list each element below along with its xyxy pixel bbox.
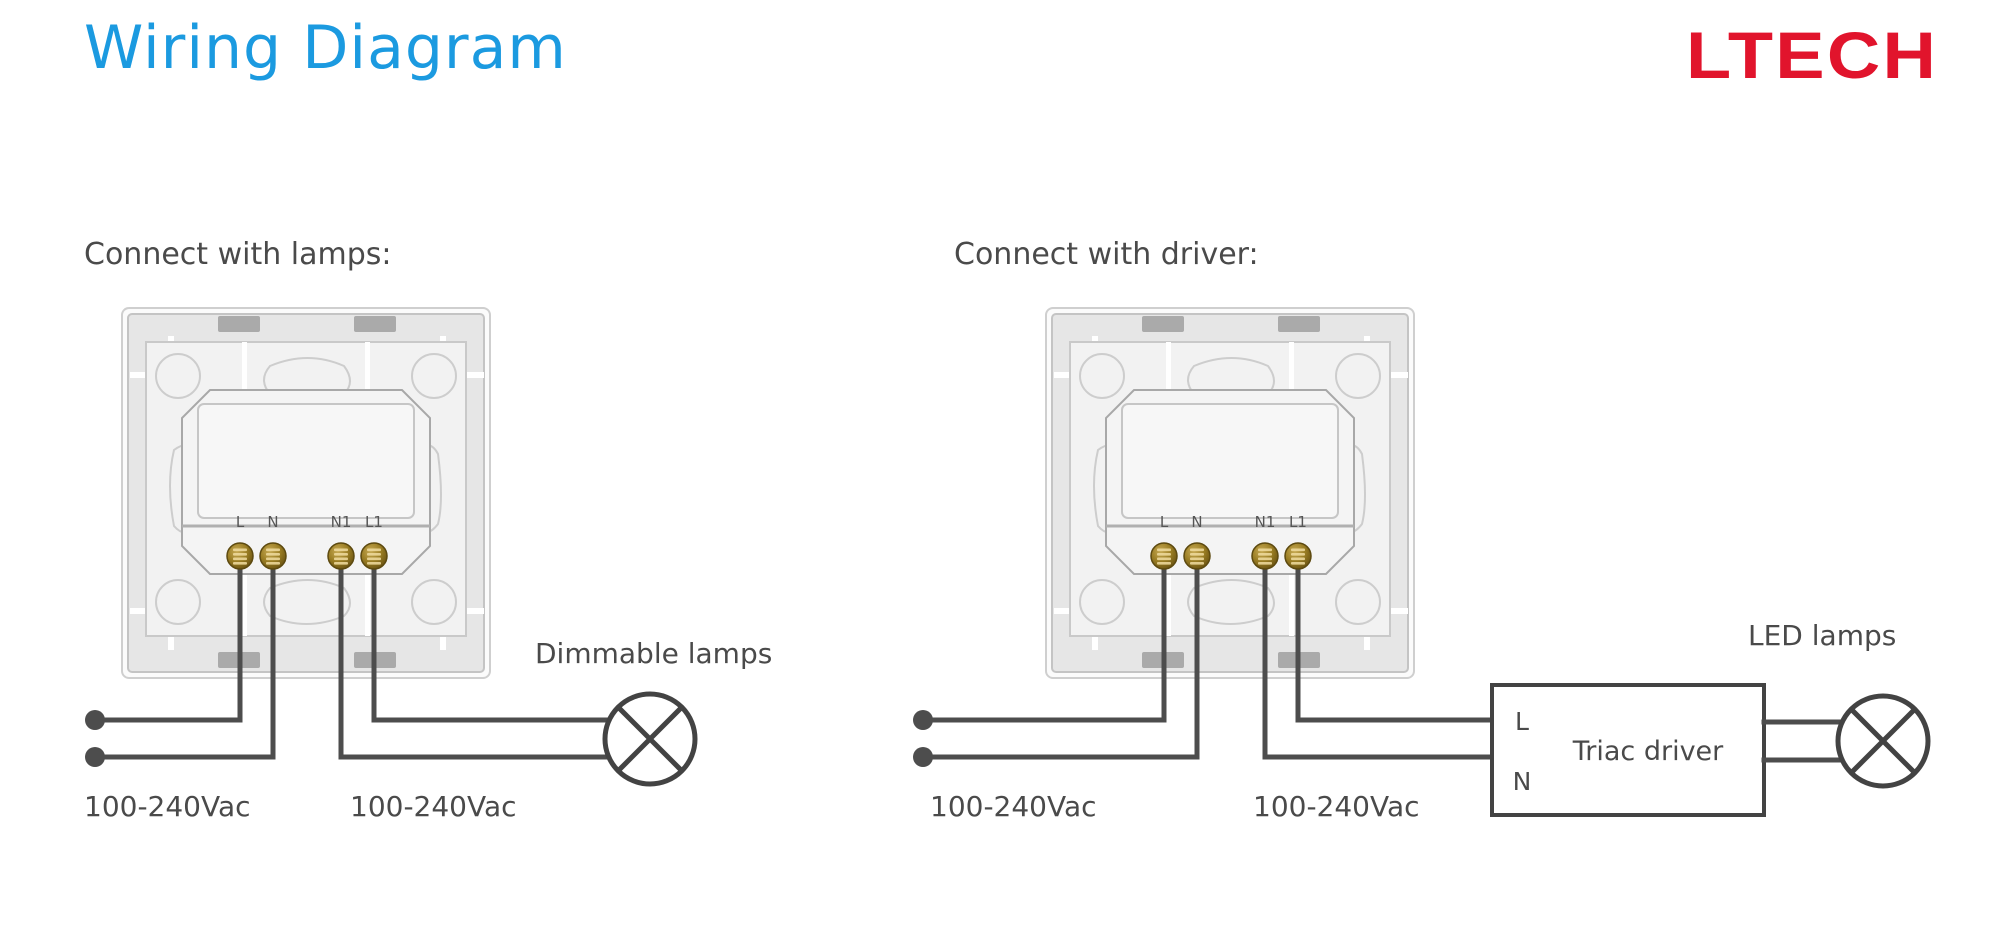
terminal-label-l1: L1 <box>365 513 383 531</box>
mains-neutral-node-left <box>85 747 105 767</box>
terminal-label-n-right: N <box>1191 513 1202 531</box>
wire-n1-to-driver-n <box>1262 553 1495 760</box>
wire-group-right <box>920 553 1495 760</box>
wire-group-driver-output <box>1761 719 1841 763</box>
mains-label-left-1: 100-240Vac <box>84 790 251 823</box>
screw-terminal-l-right <box>1150 542 1178 570</box>
diagram-connect-with-driver: L N N1 L1 L N Triac driver <box>913 306 1928 817</box>
mains-label-right-2: 100-240Vac <box>1253 790 1420 823</box>
section-heading-lamps: Connect with lamps: <box>84 237 392 272</box>
wire-n-to-mains-neutral-right <box>920 553 1200 760</box>
mains-label-right-1: 100-240Vac <box>930 790 1097 823</box>
terminal-label-l: L <box>236 513 245 531</box>
driver-pin-n: N <box>1513 767 1532 796</box>
section-heading-driver: Connect with driver: <box>954 237 1259 272</box>
terminal-label-n1: N1 <box>331 513 352 531</box>
screw-terminal-n1 <box>327 542 355 570</box>
mains-neutral-node-right <box>913 747 933 767</box>
screw-terminal-n1-right <box>1251 542 1279 570</box>
wire-l-to-mains-live-right <box>920 553 1167 723</box>
mains-label-left-2: 100-240Vac <box>350 790 517 823</box>
wire-group-left <box>92 553 608 760</box>
mains-live-node-right <box>913 710 933 730</box>
terminal-label-l1-right: L1 <box>1289 513 1307 531</box>
lamp-cross-circle-icon-right <box>1838 696 1928 786</box>
load-label-dimmable-lamps: Dimmable lamps <box>535 637 773 670</box>
wire-n1-to-lamp <box>338 553 608 760</box>
screw-terminal-l1-right <box>1284 542 1312 570</box>
driver-pin-l: L <box>1515 707 1529 736</box>
screw-terminal-l1 <box>360 542 388 570</box>
screw-terminal-n <box>259 542 287 570</box>
lamp-cross-circle-icon-left <box>605 694 695 784</box>
load-label-led-lamps: LED lamps <box>1748 619 1897 652</box>
page-title: Wiring Diagram <box>84 13 567 83</box>
wire-n-to-mains-neutral <box>92 553 276 760</box>
switch-module-left <box>120 306 492 680</box>
switch-module-right <box>1044 306 1416 680</box>
mains-live-node-left <box>85 710 105 730</box>
triac-driver-box <box>1490 683 1766 817</box>
terminal-label-n1-right: N1 <box>1255 513 1276 531</box>
terminal-label-l-right: L <box>1160 513 1169 531</box>
wire-l1-to-driver-l <box>1295 553 1495 723</box>
driver-title: Triac driver <box>1572 736 1724 767</box>
wire-l-to-mains-live <box>92 553 243 723</box>
wire-l1-to-lamp <box>371 553 608 723</box>
terminal-label-n: N <box>267 513 278 531</box>
screw-terminal-l <box>226 542 254 570</box>
screw-terminal-n-right <box>1183 542 1211 570</box>
ltech-brand-logo: LTECH <box>1685 18 1938 92</box>
diagram-connect-with-lamps: L N N1 L1 <box>85 306 695 784</box>
